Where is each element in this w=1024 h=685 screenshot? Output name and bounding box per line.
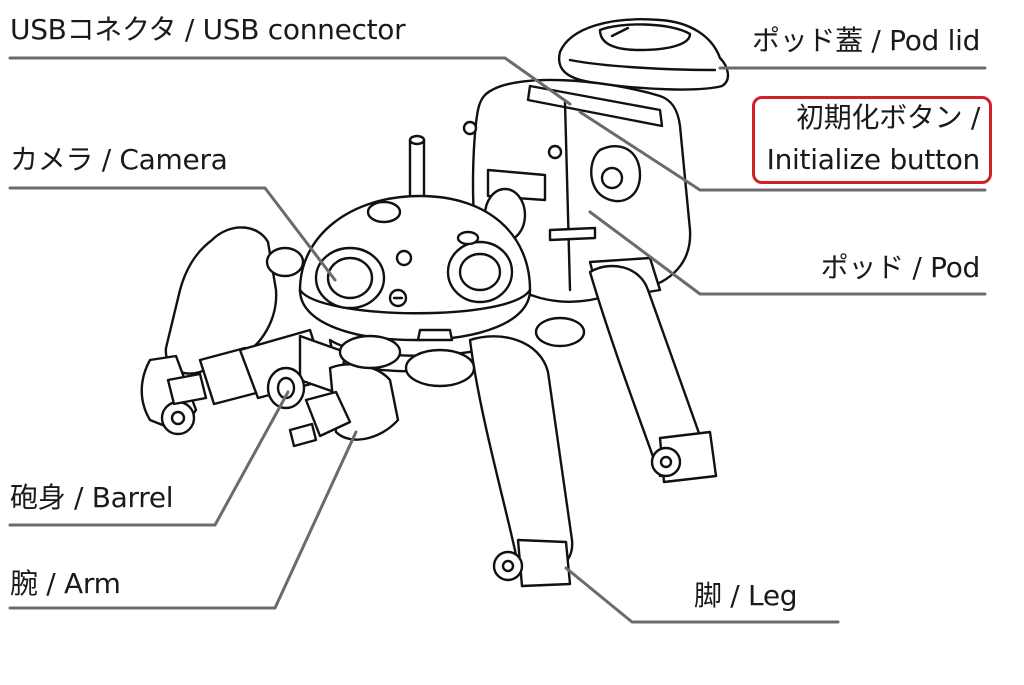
right-leg-drawing [588,264,718,484]
pod-label: ポッド / Pod [820,251,981,284]
initialize-button-label-line2: Initialize button [766,143,981,176]
init-button-leader-line [578,110,987,192]
barrel-label: 砲身 / Barrel [10,481,174,514]
initialize-button-highlight [752,96,992,184]
camera-label: カメラ / Camera [10,143,228,176]
initialize-button-label-line1: 初期化ボタン / [796,101,980,134]
usb-connector-leader-line [8,56,572,106]
left-back-leg-drawing [140,226,278,436]
pod-lid-label: ポッド蓋 / Pod lid [752,24,981,57]
barrel-leader-line [8,390,290,527]
hip-joints-drawing [265,246,586,388]
arm-label: 腕 / Arm [10,567,121,600]
pod-leader-line [588,210,987,296]
arm-drawing [166,328,400,448]
leg-label: 脚 / Leg [694,579,798,612]
usb-connector-label: USBコネクタ / USB connector [10,13,406,46]
pod-lid-drawing [557,18,730,91]
arm-leader-line [8,430,358,610]
leg-leader-line [564,566,840,624]
front-leg-drawing [468,335,574,588]
camera-leader-line [8,186,337,282]
